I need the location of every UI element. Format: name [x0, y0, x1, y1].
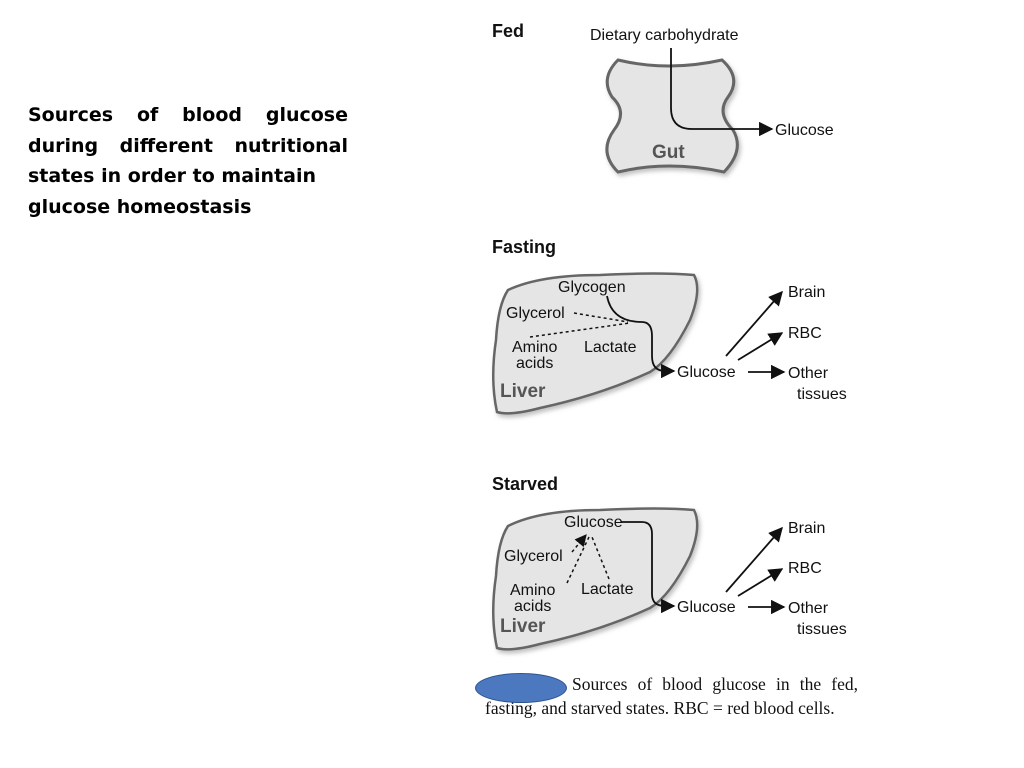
description-line-2: during different nutritional	[28, 134, 348, 157]
fed-glucose-label: Glucose	[775, 122, 834, 139]
fasting-brain-label: Brain	[788, 284, 825, 301]
fasting-glycerol-label: Glycerol	[506, 305, 565, 322]
starved-panel: Starved Glucose Glycerol Amino acids Lac…	[491, 474, 847, 651]
starved-glycerol-label: Glycerol	[504, 548, 563, 565]
starved-amino-dash	[566, 536, 590, 584]
starved-other-label: Other	[788, 600, 829, 617]
starved-glucose-arrow	[621, 521, 676, 614]
starved-brain-arrow	[725, 526, 783, 593]
fed-heading: Fed	[492, 21, 524, 41]
starved-heading: Starved	[492, 474, 558, 494]
fasting-other-label: Other	[788, 365, 829, 382]
description-line-1: Sources of blood glucose	[28, 104, 348, 126]
fasting-panel: Fasting Glycogen Glycerol Amino acids La…	[491, 237, 847, 415]
fasting-amino-dash	[529, 322, 631, 338]
starved-tissues-label: tissues	[797, 621, 847, 638]
description-line-4: glucose homeostasis	[28, 195, 252, 218]
figure-caption: Sources of blood glucose in the fed, fas…	[485, 674, 858, 718]
gut-label: Gut	[652, 142, 685, 163]
fasting-glycogen-arrow	[606, 295, 676, 379]
fasting-amino-label: Amino	[512, 339, 557, 356]
starved-lactate-dash	[591, 536, 610, 580]
description-line-3: states in order to maintain	[28, 165, 317, 187]
starved-brain-label: Brain	[788, 520, 825, 537]
dietary-carbohydrate-label: Dietary carbohydrate	[590, 27, 739, 44]
starved-glucose-in-label: Glucose	[564, 514, 623, 531]
slide-description: Sources of blood glucose during differen…	[28, 100, 348, 222]
fasting-rbc-label: RBC	[788, 325, 822, 342]
starved-rbc-label: RBC	[788, 560, 822, 577]
fasting-lactate-label: Lactate	[584, 339, 637, 356]
fasting-brain-arrow	[725, 290, 783, 357]
starved-glycerol-dash	[571, 534, 587, 553]
fasting-liver-shape	[491, 272, 699, 415]
fasting-tissues-label: tissues	[797, 386, 847, 403]
starved-acids-label: acids	[514, 598, 551, 615]
fasting-glycogen-label: Glycogen	[558, 279, 626, 296]
figure-number-cover	[475, 673, 567, 703]
fasting-glucose-label: Glucose	[677, 364, 736, 381]
starved-glucose-label: Glucose	[677, 599, 736, 616]
fed-arrow	[670, 48, 774, 137]
starved-lactate-label: Lactate	[581, 581, 634, 598]
starved-liver-label: Liver	[500, 616, 546, 637]
fed-panel: Fed Dietary carbohydrate Gut Glucose	[492, 21, 834, 174]
fasting-liver-label: Liver	[500, 381, 546, 402]
starved-liver-shape	[491, 507, 699, 651]
fasting-heading: Fasting	[492, 237, 556, 257]
fasting-acids-label: acids	[516, 355, 553, 372]
starved-rbc-arrow	[737, 568, 784, 597]
starved-amino-label: Amino	[510, 582, 555, 599]
fasting-rbc-arrow	[737, 332, 784, 361]
